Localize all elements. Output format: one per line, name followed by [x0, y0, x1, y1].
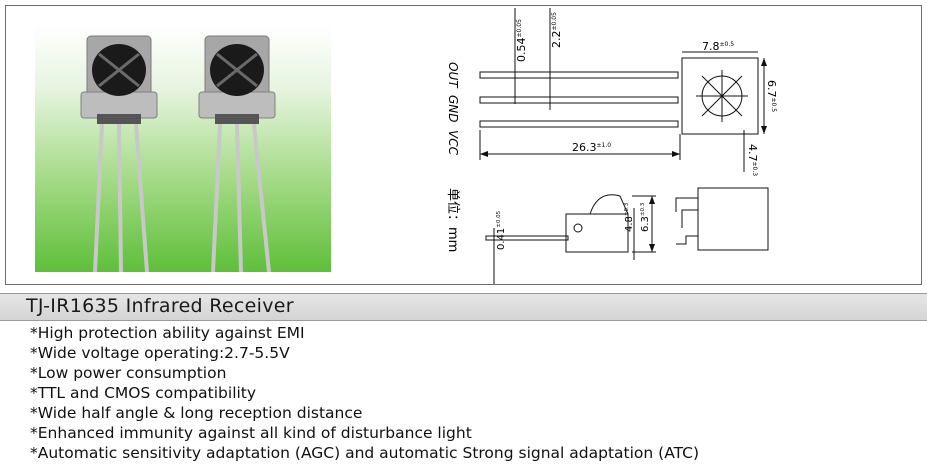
ir-receiver-photo [80, 35, 276, 272]
feature-item: *TTL and CMOS compatibility [30, 384, 257, 402]
dim-side-height: 6.3±0.3 [640, 202, 651, 232]
dim-lead-spacing: 2.2±0.05 [550, 12, 563, 48]
pin-label-vcc: VCC [446, 130, 460, 156]
dim-lead-length: 26.3±1.0 [572, 141, 611, 154]
product-title: TJ-IR1635 Infrared Receiver [26, 295, 294, 317]
dimension-drawing [479, 8, 769, 284]
product-photo [35, 24, 331, 272]
ir-receiver-left [80, 35, 158, 272]
feature-item: *Automatic sensitivity adaptation (AGC) … [30, 444, 700, 462]
pin-label-out: OUT [446, 62, 460, 89]
feature-item: *Wide half angle & long reception distan… [30, 404, 363, 422]
features-list: *High protection ability against EMI *Wi… [30, 323, 699, 463]
feature-item: *Low power consumption [30, 364, 227, 382]
dim-lead-thickness: 0.41±0.05 [496, 210, 507, 250]
feature-item: *High protection ability against EMI [30, 324, 305, 342]
product-title-bar: TJ-IR1635 Infrared Receiver [0, 293, 927, 321]
dimension-labels: 0.54±0.05 2.2±0.05 7.8±0.5 6.7±0.5 26.3±… [445, 12, 778, 252]
dim-body-width: 7.8±0.5 [702, 40, 734, 53]
ir-receiver-right [198, 35, 276, 272]
dim-lead-pitch: 0.54±0.05 [515, 19, 528, 62]
feature-item: *Enhanced immunity against all kind of d… [30, 424, 472, 442]
units-label: 单位：mm [445, 188, 460, 252]
dim-lens-offset: 4.7±0.3 [746, 144, 759, 176]
feature-item: *Wide voltage operating:2.7-5.5V [30, 344, 290, 362]
dim-side-lens: 4.8±0.3 [624, 202, 635, 232]
pin-label-gnd: GND [446, 95, 460, 123]
dim-body-height: 6.7±0.5 [765, 80, 778, 112]
